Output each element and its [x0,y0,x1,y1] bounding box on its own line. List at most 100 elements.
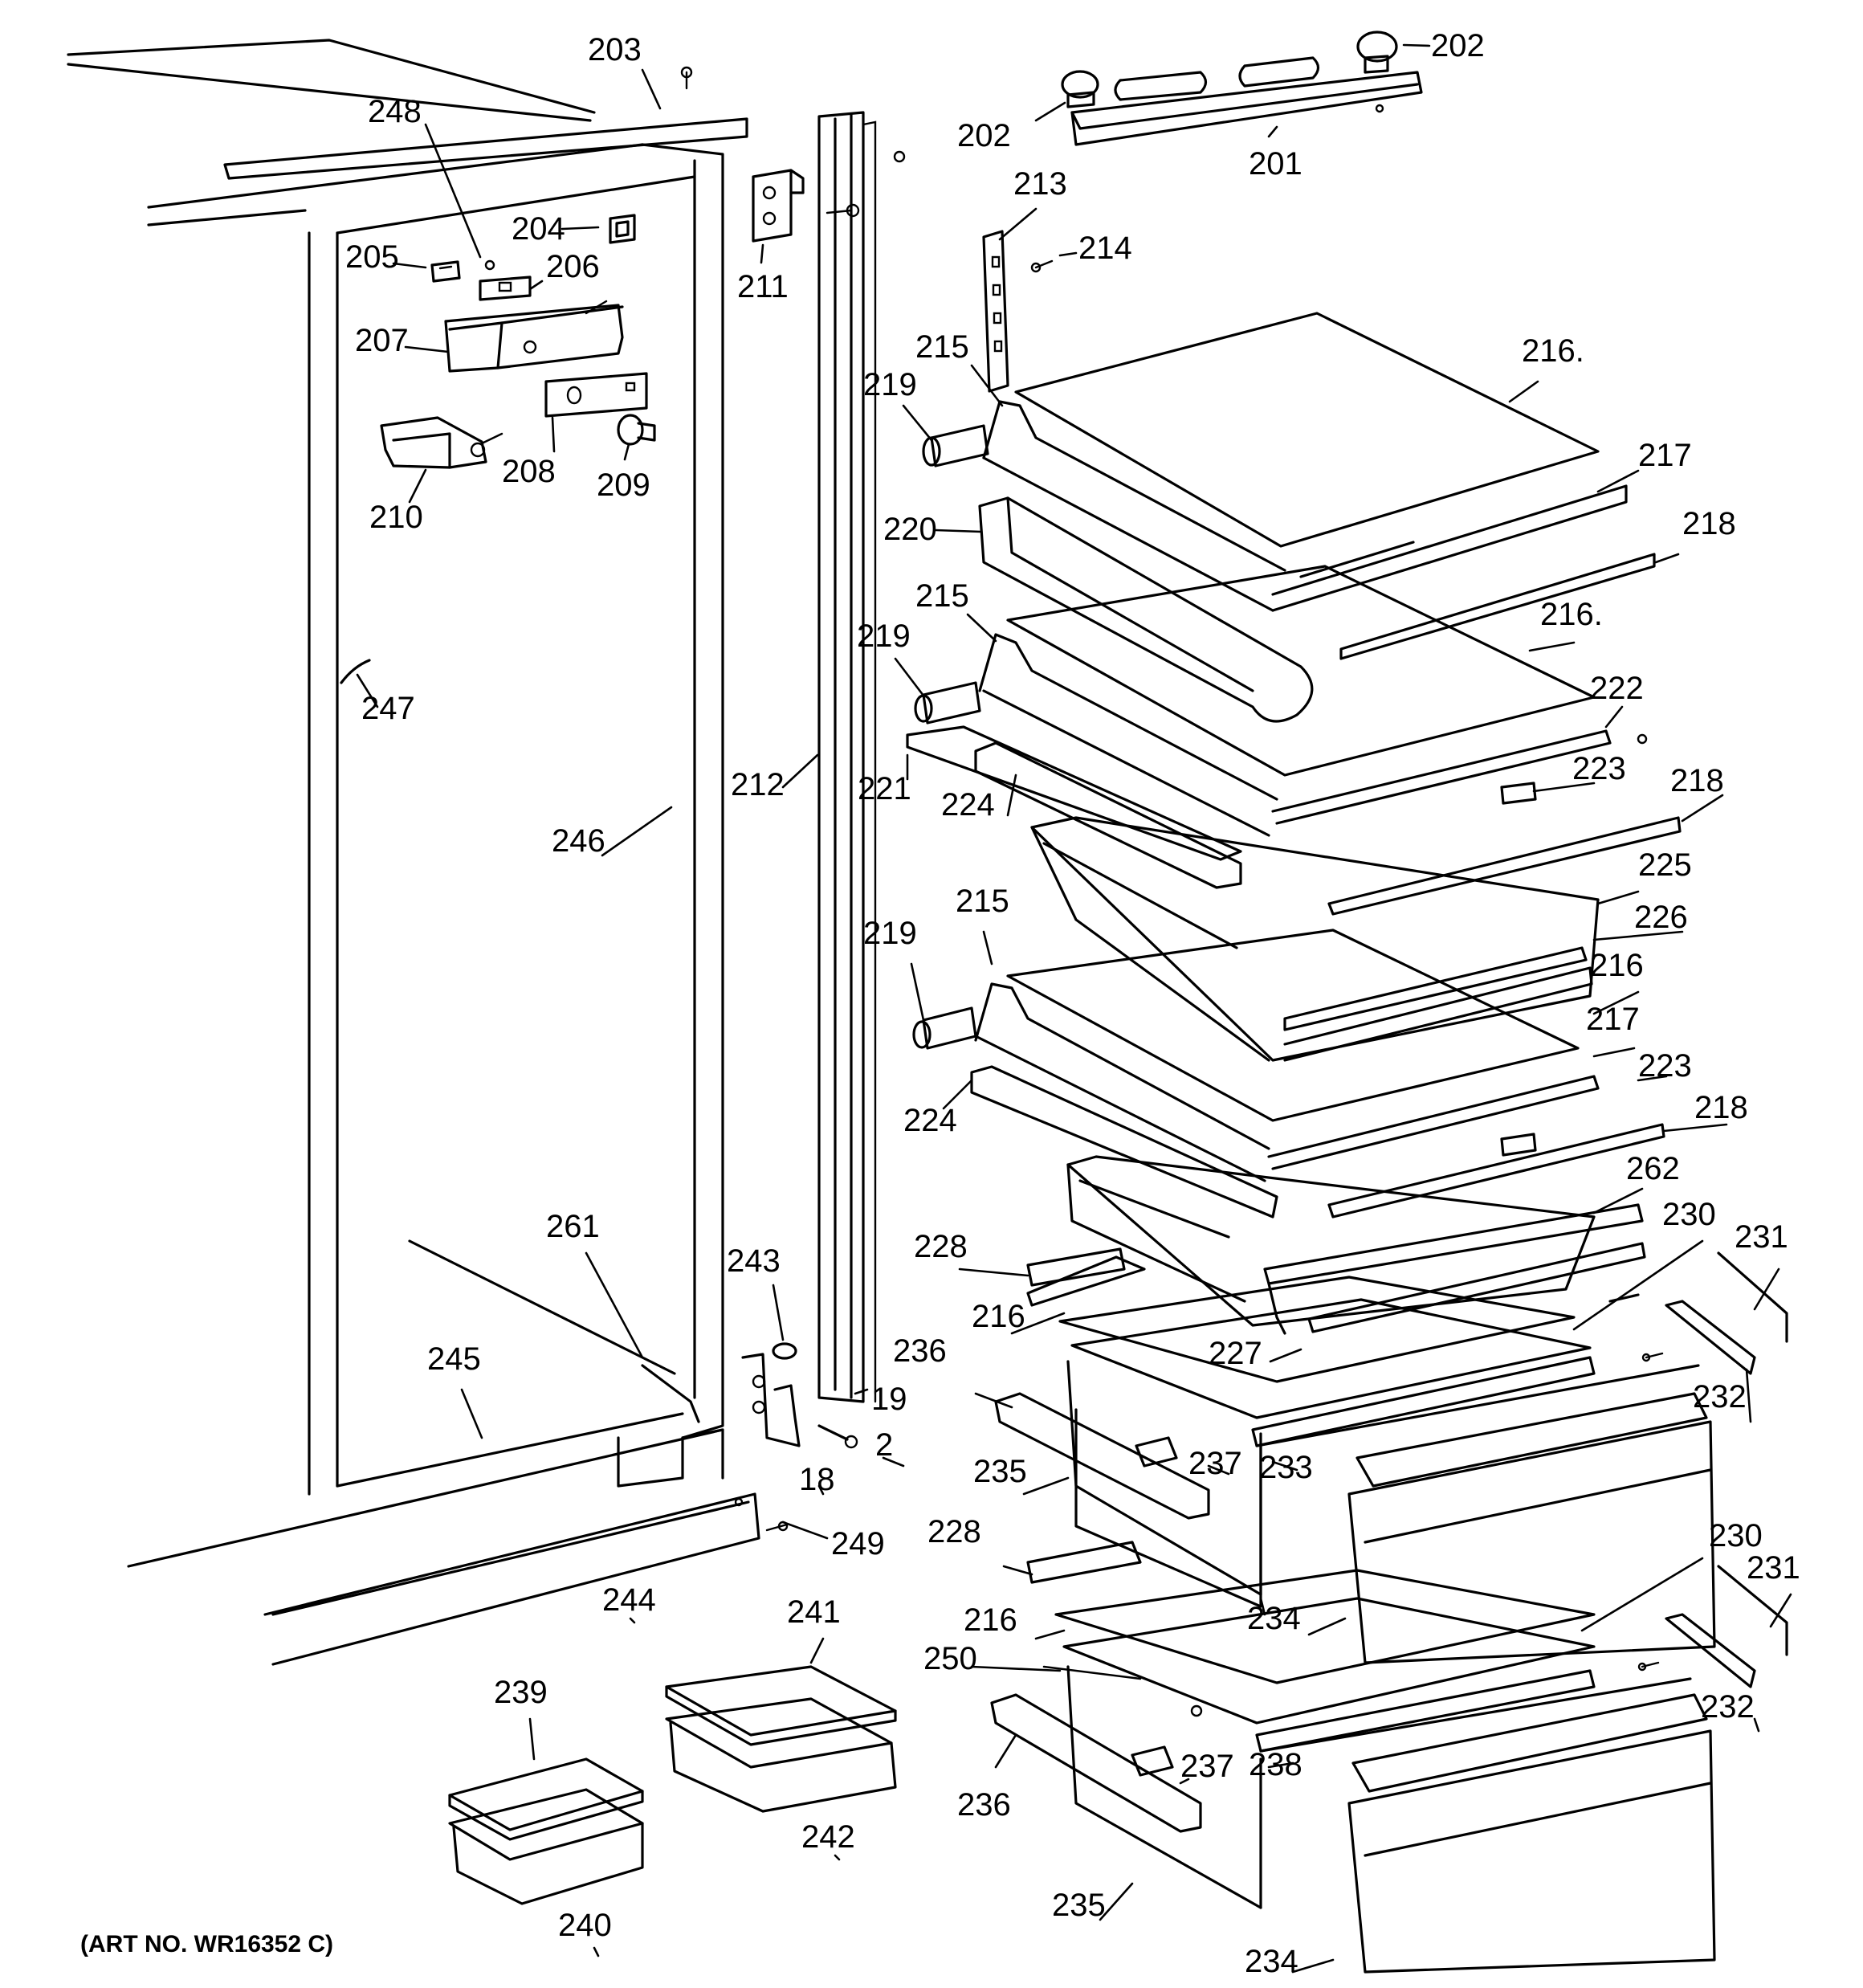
callouts: 203 202 202 201 248 204 205 206 207 208 … [345,28,1800,1979]
crisper-upper [994,1247,1788,1664]
screw-203 [680,66,693,90]
callout-217-top: 217 [1638,438,1692,473]
part-202-bearing-right [1356,31,1398,74]
callout-223-top: 223 [1572,751,1626,786]
callout-207: 207 [355,323,409,358]
part-211-hinge [752,169,805,243]
part-201-rail [1070,71,1423,146]
art-number: (ART NO. WR16352 C) [80,1931,333,1957]
callout-219-low: 219 [863,916,917,951]
screw-211-pin [826,203,860,218]
callout-236-low: 236 [957,1787,1011,1823]
callout-237-top: 237 [1188,1446,1242,1481]
callout-231-low: 231 [1747,1550,1800,1586]
part-220-pan [978,496,1314,723]
callout-217-low: 217 [1586,1002,1640,1037]
callout-216-top: 216. [1522,333,1584,369]
callout-227: 227 [1209,1336,1262,1371]
callout-219-top: 219 [863,367,917,402]
callout-261: 261 [546,1209,600,1244]
callout-248: 248 [368,94,422,129]
callout-250: 250 [923,1641,977,1676]
shelf-3 [912,929,1665,1219]
callout-213: 213 [1013,166,1067,202]
part-244-grille [263,1492,760,1666]
callout-232-top: 232 [1693,1379,1747,1414]
crisper-lower [990,1541,1788,1974]
callout-208: 208 [502,454,556,489]
callout-220: 220 [883,512,937,547]
part-212-mullion [817,111,877,1403]
callout-242: 242 [801,1819,855,1855]
callout-226: 226 [1634,900,1688,935]
part-262-drawer [1066,1155,1646,1335]
callout-215-mid: 215 [915,578,969,614]
callout-218-low: 218 [1694,1090,1748,1125]
cabinet-liner [67,39,748,1568]
callout-230-low: 230 [1709,1518,1763,1553]
callout-202-left: 202 [957,118,1011,153]
callout-204: 204 [512,211,565,247]
callout-247: 247 [361,691,415,726]
callout-246: 246 [552,823,605,859]
callout-211: 211 [737,269,789,304]
shelf-2 [906,565,1682,916]
callout-206: 206 [546,249,600,284]
screw-248 [484,259,495,271]
part-208-plate [544,372,648,418]
callout-209: 209 [597,467,650,503]
callout-249: 249 [831,1526,885,1561]
part-2-pin [817,1424,858,1449]
callout-239: 239 [494,1675,548,1710]
callout-231-top: 231 [1735,1219,1788,1255]
part-207-housing [444,300,624,373]
callout-228-low: 228 [927,1514,981,1549]
callout-228-top: 228 [914,1229,968,1264]
callout-215-low: 215 [956,884,1009,919]
part-209-knob [617,414,656,446]
callout-224-low: 224 [903,1103,957,1138]
callout-235-low: 235 [1052,1888,1106,1923]
shelf-1 [922,312,1656,660]
screw-212-top [893,150,906,163]
callout-218-top: 218 [1682,506,1736,541]
part-201-rollers [1114,56,1320,101]
callout-235-top: 235 [973,1454,1027,1489]
callout-212: 212 [731,767,785,802]
callout-216-mid: 216. [1540,597,1603,632]
callout-233: 233 [1259,1450,1313,1485]
part-204-bracket [609,214,636,244]
callout-240: 240 [558,1908,612,1943]
callout-232-low: 232 [1701,1689,1755,1725]
callout-215-top: 215 [915,329,969,365]
callout-202-right: 202 [1431,28,1485,63]
callout-234-top: 234 [1247,1601,1301,1636]
callout-236-top: 236 [893,1333,947,1369]
callout-224-top: 224 [941,787,995,823]
part-210-thermostat [380,416,503,469]
callout-262: 262 [1626,1151,1680,1186]
part-225-meat-pan [1030,816,1600,1062]
callout-19: 19 [871,1382,907,1417]
callout-244: 244 [602,1582,656,1618]
part-202-bearing-left [1061,70,1099,108]
callout-223-low: 223 [1638,1048,1692,1084]
callout-221: 221 [858,771,911,806]
callout-2: 2 [875,1427,893,1463]
part-18-hinge [741,1353,801,1447]
part-213-ladder-rail [982,230,1009,393]
callout-225: 225 [1638,847,1692,883]
callout-230-top: 230 [1662,1197,1716,1232]
callout-216-crisper: 216 [972,1299,1025,1334]
pan-241-242 [665,1665,897,1813]
callout-205: 205 [345,239,399,275]
pan-239-240 [448,1757,644,1905]
leader-lines [356,43,1792,1974]
callout-216-bottom: 216 [964,1602,1017,1638]
part-243-washer [772,1342,797,1360]
callout-238: 238 [1249,1747,1302,1782]
callout-203: 203 [588,32,642,67]
callout-222: 222 [1590,671,1644,706]
part-247 [340,659,371,684]
